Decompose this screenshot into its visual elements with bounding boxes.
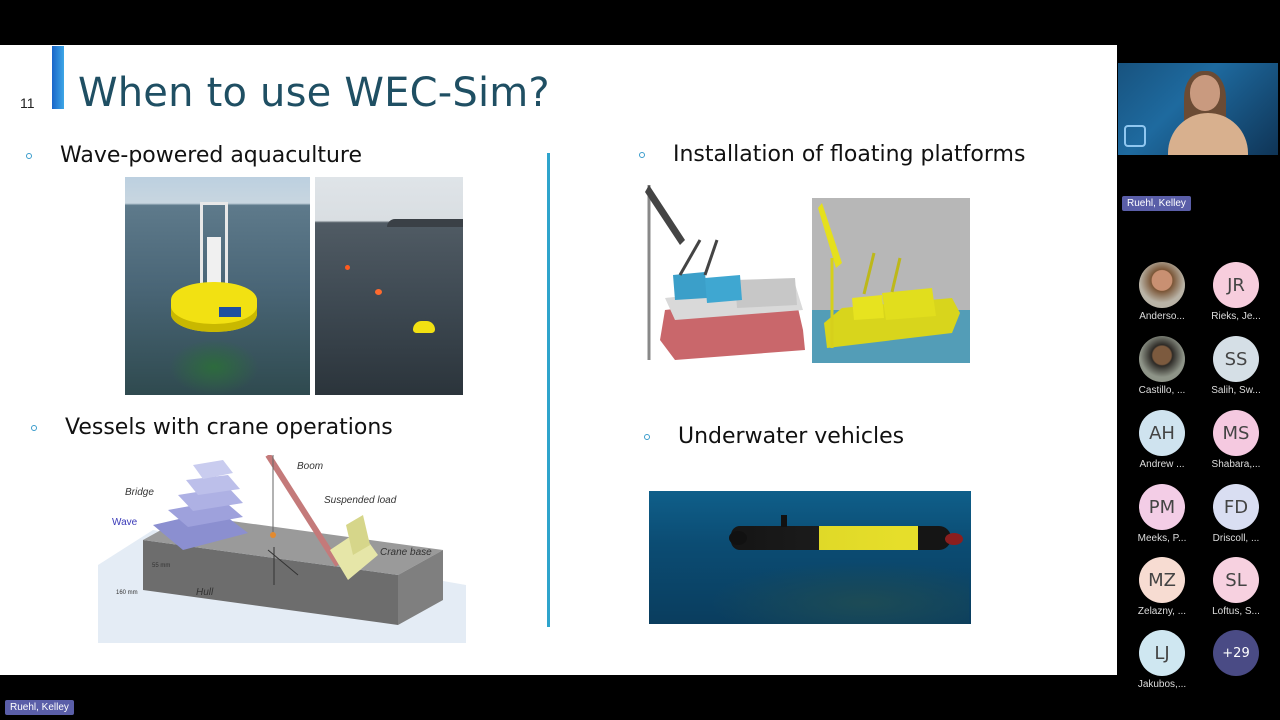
speaker-face bbox=[1190, 75, 1220, 111]
participant-name: Loftus, S... bbox=[1212, 606, 1260, 617]
participant-name: Zelazny, ... bbox=[1137, 606, 1187, 617]
participant-tile[interactable]: SL Loftus, S... bbox=[1204, 557, 1268, 617]
buoy-mast bbox=[200, 202, 228, 297]
buoy-body bbox=[171, 282, 257, 332]
label-hull: Hull bbox=[196, 587, 214, 598]
label-suspended-load: Suspended load bbox=[324, 495, 397, 506]
bullet-crane: Vessels with crane operations bbox=[31, 415, 393, 440]
participant-initials-avatar: FD bbox=[1213, 484, 1259, 530]
participant-name: Meeks, P... bbox=[1137, 533, 1187, 544]
bullet-aquaculture-text: Wave-powered aquaculture bbox=[60, 143, 363, 168]
auv-propeller bbox=[945, 533, 963, 545]
auv-nose bbox=[729, 531, 747, 545]
participant-name: Jakubos,... bbox=[1137, 679, 1187, 690]
floating-platform-simulation bbox=[812, 198, 970, 363]
bullet-dot-icon bbox=[639, 151, 645, 158]
participant-name: Salih, Sw... bbox=[1211, 385, 1261, 396]
vessel-crane-diagram: Boom Bridge Suspended load Wave Crane ba… bbox=[98, 455, 466, 643]
participant-initials-avatar: JR bbox=[1213, 262, 1259, 308]
label-dim-160: 160 mm bbox=[116, 590, 138, 596]
label-wave: Wave bbox=[112, 517, 138, 528]
active-speaker-video[interactable] bbox=[1118, 63, 1278, 155]
bullet-aquaculture: Wave-powered aquaculture bbox=[26, 143, 362, 168]
bullet-platforms-text: Installation of floating platforms bbox=[673, 142, 1026, 167]
small-yellow-buoy bbox=[413, 321, 435, 333]
buoy-mast-core bbox=[207, 237, 221, 287]
bullet-crane-text: Vessels with crane operations bbox=[65, 415, 393, 440]
label-bridge: Bridge bbox=[125, 487, 154, 498]
participant-tile[interactable]: Anderso... bbox=[1130, 262, 1194, 322]
distant-land bbox=[387, 219, 463, 227]
participant-tile[interactable]: FD Driscoll, ... bbox=[1204, 484, 1268, 544]
slide-number: 11 bbox=[20, 95, 35, 111]
more-participants[interactable]: +29 bbox=[1204, 630, 1268, 676]
participant-initials-avatar: LJ bbox=[1139, 630, 1185, 676]
bullet-dot-icon bbox=[644, 433, 650, 440]
auv-antenna bbox=[781, 515, 787, 527]
buoy-reflection bbox=[169, 339, 259, 395]
participant-initials-avatar: SS bbox=[1213, 336, 1259, 382]
participant-tile[interactable]: MZ Zelazny, ... bbox=[1130, 557, 1194, 617]
participant-name: Castillo, ... bbox=[1138, 385, 1186, 396]
orange-float bbox=[375, 289, 382, 295]
orange-float bbox=[345, 265, 350, 270]
label-dim-55: 55 mm bbox=[152, 563, 171, 569]
sea-photo bbox=[315, 177, 463, 395]
presentation-slide: 11 When to use WEC-Sim? Wave-powered aqu… bbox=[0, 45, 1117, 675]
label-boom: Boom bbox=[297, 461, 324, 472]
self-name-tag: Ruehl, Kelley bbox=[5, 700, 74, 715]
speaker-name-tag: Ruehl, Kelley bbox=[1122, 196, 1191, 211]
label-crane-base: Crane base bbox=[380, 547, 432, 558]
participant-initials-avatar: SL bbox=[1213, 557, 1259, 603]
bullet-dot-icon bbox=[31, 424, 37, 431]
participant-photo-avatar bbox=[1139, 262, 1185, 308]
participant-name: Andrew ... bbox=[1139, 459, 1185, 470]
bullet-underwater: Underwater vehicles bbox=[644, 424, 904, 449]
participant-name: Driscoll, ... bbox=[1212, 533, 1260, 544]
buoy-logo bbox=[219, 307, 241, 317]
underwater-vehicle-photo bbox=[649, 491, 971, 624]
participant-tile[interactable]: SS Salih, Sw... bbox=[1204, 336, 1268, 396]
participant-name: Anderso... bbox=[1139, 311, 1185, 322]
participant-initials-avatar: AH bbox=[1139, 410, 1185, 456]
participant-tile[interactable]: LJ Jakubos,... bbox=[1130, 630, 1194, 690]
more-participants-button[interactable]: +29 bbox=[1213, 630, 1259, 676]
title-accent-bar bbox=[52, 46, 64, 109]
column-divider bbox=[547, 153, 550, 627]
buoy-photo bbox=[125, 177, 310, 395]
participant-tile[interactable]: JR Rieks, Je... bbox=[1204, 262, 1268, 322]
bullet-dot-icon bbox=[26, 152, 32, 159]
platform-render-svg bbox=[645, 185, 805, 360]
participant-tile[interactable]: PM Meeks, P... bbox=[1130, 484, 1194, 544]
participant-tile[interactable]: Castillo, ... bbox=[1130, 336, 1194, 396]
participant-tile[interactable]: MS Shabara,... bbox=[1204, 410, 1268, 470]
bullet-platforms: Installation of floating platforms bbox=[639, 142, 1025, 167]
participant-photo-avatar bbox=[1139, 336, 1185, 382]
participant-tile[interactable]: AH Andrew ... bbox=[1130, 410, 1194, 470]
speaker-body bbox=[1168, 113, 1248, 155]
participant-initials-avatar: MZ bbox=[1139, 557, 1185, 603]
slide-title: When to use WEC-Sim? bbox=[78, 70, 550, 116]
platform-sim-svg bbox=[812, 203, 970, 363]
participant-initials-avatar: PM bbox=[1139, 484, 1185, 530]
sandia-logo-icon bbox=[1124, 125, 1146, 147]
participant-name: Rieks, Je... bbox=[1211, 311, 1261, 322]
bullet-underwater-text: Underwater vehicles bbox=[678, 424, 905, 449]
vessel-diagram-svg bbox=[98, 455, 466, 643]
floating-platform-render bbox=[645, 180, 805, 365]
auv-hull bbox=[731, 526, 951, 550]
participant-initials-avatar: MS bbox=[1213, 410, 1259, 456]
seafloor-rocks bbox=[709, 561, 969, 624]
participant-name: Shabara,... bbox=[1211, 459, 1261, 470]
